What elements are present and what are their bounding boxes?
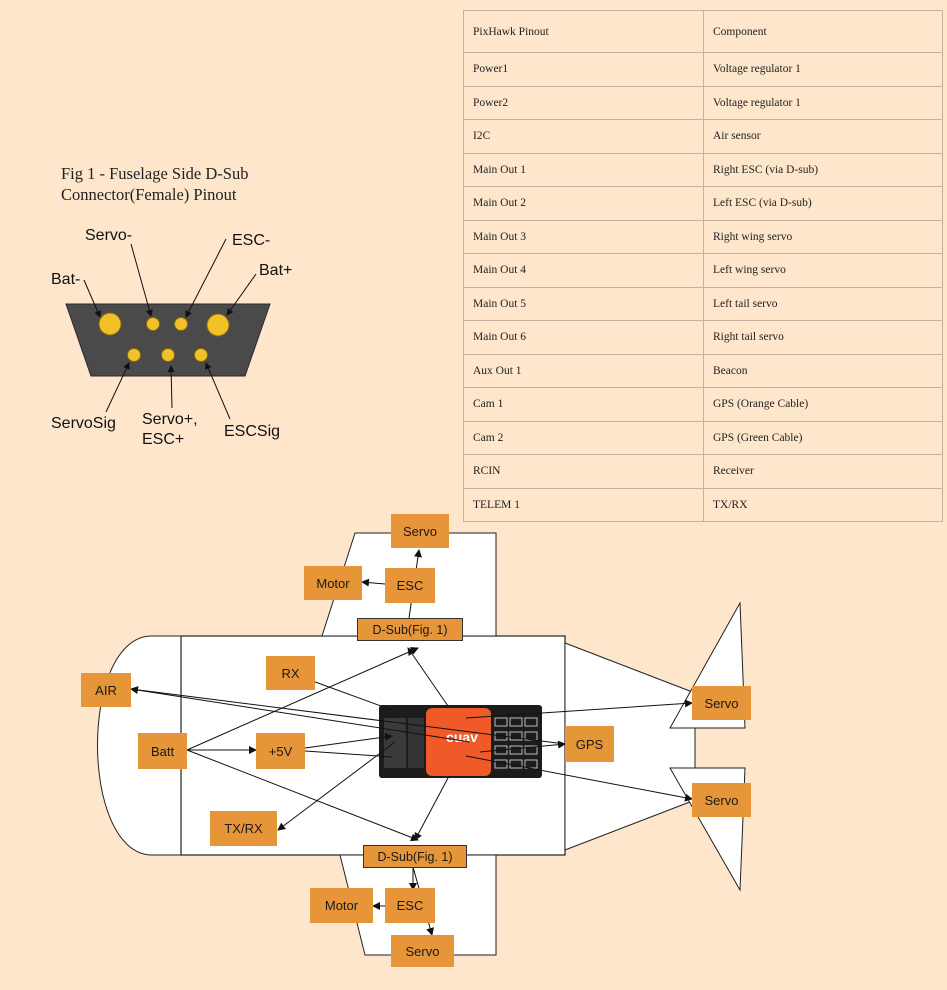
wire-fc-to-gps xyxy=(479,740,566,753)
cell-pinout: Cam 2 xyxy=(463,420,704,455)
cell-pinout: RCIN xyxy=(463,454,704,489)
box-air: AIR xyxy=(81,673,131,707)
wire-fc-to-rx xyxy=(306,677,393,711)
pointer-servo-minus xyxy=(130,243,153,317)
cell-component: GPS (Green Cable) xyxy=(703,420,943,455)
box-dsub-top: D-Sub(Fig. 1) xyxy=(357,618,463,641)
label-servo-sig: ServoSig xyxy=(51,415,116,432)
cell-component: Right wing servo xyxy=(703,219,943,254)
wire-batt-to-dsub-top xyxy=(186,647,419,751)
label-servo-plus-line2: ESC+ xyxy=(142,431,185,448)
cell-component: Air sensor xyxy=(703,119,943,154)
pin-bat-minus xyxy=(98,312,122,336)
label-servo-plus-line1: Servo+, xyxy=(142,411,198,428)
cell-pinout: I2C xyxy=(463,119,704,154)
cell-pinout: Main Out 3 xyxy=(463,219,704,254)
cell-component: Receiver xyxy=(703,454,943,489)
wire-fc-to-servo-right-bottom xyxy=(465,755,693,802)
table-header-row: PixHawk Pinout Component xyxy=(463,10,943,53)
cell-pinout: TELEM 1 xyxy=(463,487,704,522)
pin-servo-sig xyxy=(127,348,141,362)
pointer-servo-plus xyxy=(167,365,175,409)
pin-bat-plus xyxy=(206,313,230,337)
header-pinout: PixHawk Pinout xyxy=(463,10,704,53)
header-component: Component xyxy=(703,10,943,53)
cell-component: TX/RX xyxy=(703,487,943,522)
box-motor-top: Motor xyxy=(304,566,362,600)
box-servo-right-bottom: Servo xyxy=(692,783,751,817)
cell-component: GPS (Orange Cable) xyxy=(703,387,943,422)
fc-brand-text: cuav xyxy=(446,729,478,745)
wire-fc-to-dsub-top xyxy=(407,647,449,707)
cell-pinout: Main Out 1 xyxy=(463,152,704,187)
cell-pinout: Main Out 5 xyxy=(463,286,704,321)
box-esc-bottom: ESC xyxy=(385,888,435,923)
box-txrx: TX/RX xyxy=(210,811,277,846)
cell-component: Voltage regulator 1 xyxy=(703,85,943,120)
wire-5v-to-fc-2 xyxy=(304,750,393,758)
wire-batt-to-dsub-bottom xyxy=(186,749,419,842)
pin-esc-minus xyxy=(174,317,188,331)
cell-component: Left wing servo xyxy=(703,253,943,288)
pointer-bat-plus xyxy=(226,273,257,316)
pin-servo-minus xyxy=(146,317,160,331)
box-esc-top: ESC xyxy=(385,568,435,603)
wire-fc-to-servo-right-top xyxy=(465,699,693,719)
pin-esc-sig xyxy=(194,348,208,362)
box-dsub-bottom: D-Sub(Fig. 1) xyxy=(363,845,467,868)
wire-air-to-gps xyxy=(130,688,566,745)
pointer-esc-minus xyxy=(185,238,227,318)
label-bat-minus: Bat- xyxy=(51,271,81,288)
box-rx: RX xyxy=(266,656,315,690)
cell-component: Voltage regulator 1 xyxy=(703,52,943,87)
cell-component: Left ESC (via D-sub) xyxy=(703,186,943,221)
flight-controller: cuav xyxy=(379,705,542,778)
cell-component: Right tail servo xyxy=(703,320,943,355)
pointer-bat-minus xyxy=(83,279,101,318)
wire-5v-to-fc-1 xyxy=(304,732,393,749)
box-motor-bottom: Motor xyxy=(310,888,373,923)
wire-fc-to-air xyxy=(130,686,471,743)
box-servo-top: Servo xyxy=(391,514,449,548)
label-servo-minus: Servo- xyxy=(85,227,133,244)
label-bat-plus: Bat+ xyxy=(259,262,293,279)
cell-component: Right ESC (via D-sub) xyxy=(703,152,943,187)
box-servo-right-top: Servo xyxy=(692,686,751,720)
label-esc-minus: ESC- xyxy=(232,232,271,249)
box-gps: GPS xyxy=(565,726,614,762)
pointer-esc-sig xyxy=(205,362,231,420)
pin-servo-plus xyxy=(161,348,175,362)
label-esc-sig: ESCSig xyxy=(224,423,281,440)
figure-title: Fig 1 - Fuselage Side D-Sub Connector(Fe… xyxy=(61,164,249,204)
box-servo-bottom: Servo xyxy=(391,935,454,967)
wire-esc-top-to-motor xyxy=(361,578,386,587)
cell-pinout: Aux Out 1 xyxy=(463,353,704,388)
wire-fc-to-dsub-bottom xyxy=(414,777,449,841)
pointer-servo-sig xyxy=(105,362,130,413)
box-plus5v: +5V xyxy=(256,733,305,769)
wire-fc-to-txrx xyxy=(277,741,396,831)
cell-pinout: Main Out 2 xyxy=(463,186,704,221)
cell-pinout: Main Out 4 xyxy=(463,253,704,288)
box-batt: Batt xyxy=(138,733,187,769)
